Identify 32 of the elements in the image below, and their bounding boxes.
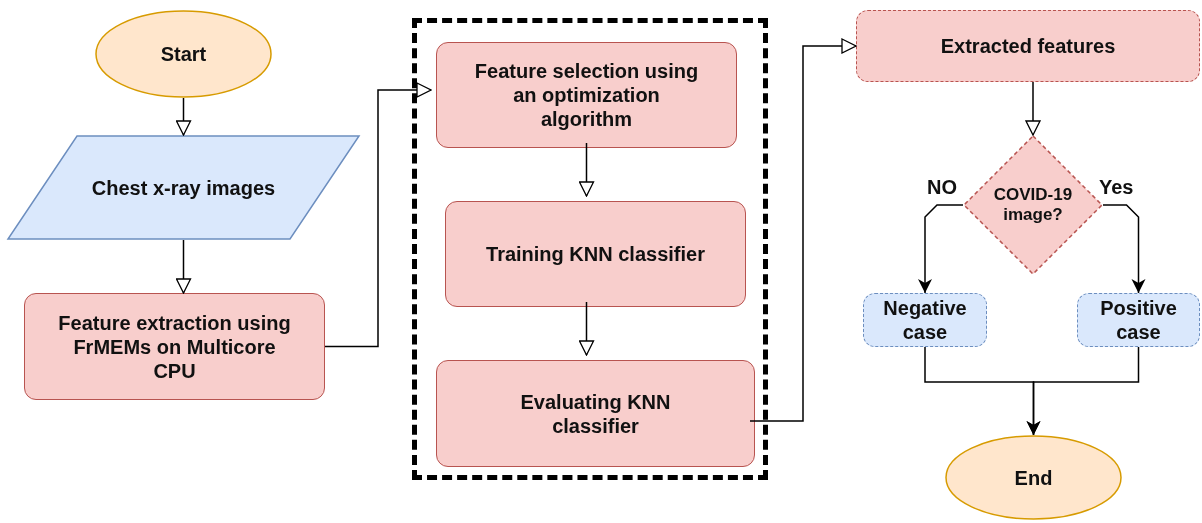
node-label: Feature selection using an optimization algorithm <box>473 59 700 131</box>
input-parallelogram <box>7 135 360 240</box>
node-label: Start <box>159 42 208 66</box>
node-label: End <box>1013 465 1054 490</box>
arrow <box>918 204 964 294</box>
process-box <box>436 360 755 467</box>
arrow <box>578 142 595 197</box>
arrow <box>1102 204 1146 294</box>
start-ellipse <box>95 10 272 98</box>
node-label: Extracted features <box>939 34 1117 58</box>
arrow <box>749 38 857 422</box>
arrow <box>175 97 192 136</box>
node-label: Evaluating KNN classifier <box>519 389 672 438</box>
result-box <box>863 293 987 347</box>
process-box <box>445 201 746 307</box>
arrow <box>175 239 192 294</box>
arrow <box>1026 346 1140 436</box>
node-label: COVID-19 image? <box>992 185 1074 225</box>
node-label: Negative case <box>882 296 968 344</box>
result-box <box>1077 293 1200 347</box>
arrow <box>1025 81 1041 136</box>
node-label: Positive case <box>1099 296 1178 344</box>
arrow <box>578 301 595 356</box>
arrow <box>324 82 432 348</box>
dashed-group-box <box>412 18 768 480</box>
node-label: Feature extraction using FrMEMs on Multicore CPU <box>57 310 292 383</box>
node-label: Training KNN classifier <box>485 242 706 266</box>
end-ellipse <box>945 435 1122 520</box>
process-box <box>436 42 737 148</box>
node-label: Chest x-ray images <box>90 175 277 200</box>
output-box <box>856 10 1200 82</box>
process-box <box>24 293 325 400</box>
